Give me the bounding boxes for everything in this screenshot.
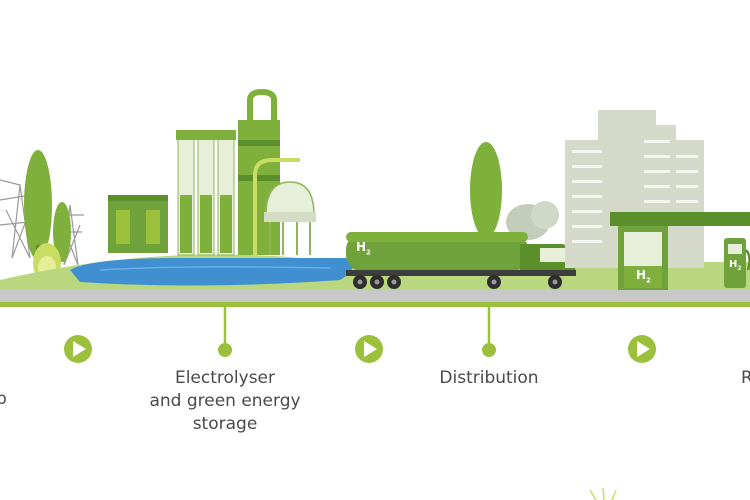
stage-label-right-partial: R [741,368,750,388]
pump-h2-sign: H2 [729,259,742,272]
play-arrow-icon [64,335,92,363]
stage-label-distribution: Distribution [439,368,539,388]
tanker-h2-label: H2 [356,240,371,257]
timeline-connectors [218,307,496,357]
electrolyser-plant [108,88,316,256]
water-pond [70,258,354,286]
stage-label-electrolyser: Electrolyser and green energy storage [149,368,301,434]
building-windows [572,140,698,243]
play-arrow-icon [355,335,383,363]
sun-rays-icon [589,487,617,500]
hydrogen-filling-station [610,212,750,290]
road [0,290,750,302]
play-arrow-icon [628,335,656,363]
hydrogen-tanker-truck [346,232,576,289]
trees-middle [470,142,559,240]
stage-label-left-partial: p [0,389,7,409]
station-h2-sign: H2 [636,268,651,285]
